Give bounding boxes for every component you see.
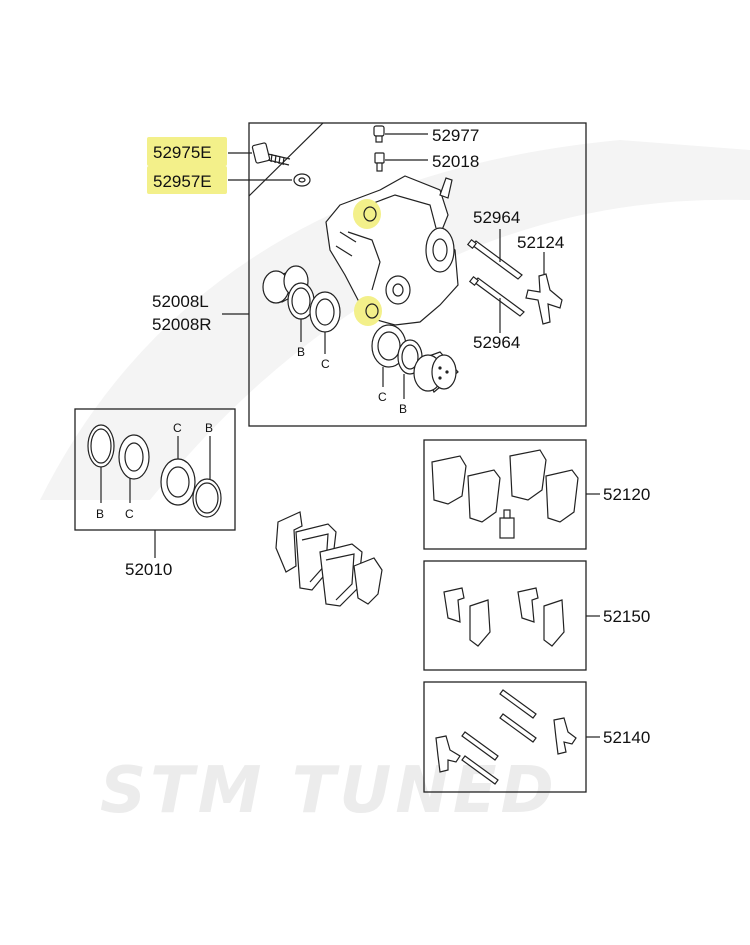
guide-pin-lower-icon	[468, 275, 525, 317]
label-seal-kit: 52010	[125, 560, 172, 579]
seal-kit-letter-c2: C	[173, 421, 182, 435]
washer-icon	[293, 173, 311, 187]
piston-seal-left-icon	[309, 291, 341, 333]
seal-kit-ring-b1-icon	[87, 424, 115, 468]
highlight-upper-mount	[353, 199, 381, 229]
highlight-washer-part-number	[147, 166, 227, 194]
label-shim-set: 52150	[603, 607, 650, 626]
label-bolt: 52975E	[153, 143, 212, 162]
pin-kit-icon	[435, 689, 577, 785]
bleeder-screw-icon	[374, 152, 385, 172]
pad-set-icon	[431, 449, 579, 539]
highlight-bolt-part-number	[147, 137, 227, 166]
seal-letter-b-right: B	[399, 402, 407, 416]
loose-pad-shim-icon	[275, 511, 383, 607]
seal-kit-ring-c1-icon	[118, 434, 150, 480]
label-washer: 52957E	[153, 172, 212, 191]
seal-kit-letter-b2: B	[205, 421, 213, 435]
label-guide-pin-lower: 52964	[473, 333, 520, 352]
highlight-lower-mount	[354, 296, 382, 326]
label-pad-set: 52120	[603, 485, 650, 504]
seal-kit-ring-b2-icon	[192, 478, 222, 518]
seal-kit-letter-b1: B	[96, 507, 104, 521]
label-spring: 52124	[517, 233, 564, 252]
guide-pin-upper-icon	[466, 238, 523, 280]
label-bleeder-screw: 52018	[432, 152, 479, 171]
bleeder-cap-icon	[373, 125, 385, 143]
label-caliper-right: 52008R	[152, 315, 212, 334]
anti-rattle-spring-icon	[525, 273, 563, 325]
seal-kit-ring-c2-icon	[160, 458, 196, 506]
caliper-assembly-frame	[248, 122, 587, 427]
bolt-icon	[251, 142, 291, 166]
seal-letter-c-left: C	[321, 357, 330, 371]
seal-letter-b-left: B	[297, 345, 305, 359]
piston-right-icon	[413, 351, 459, 393]
label-pin-kit: 52140	[603, 728, 650, 747]
shim-set-icon	[443, 587, 565, 647]
label-guide-pin-upper: 52964	[473, 208, 520, 227]
dust-boot-left-icon	[287, 282, 315, 320]
seal-letter-c-right: C	[378, 390, 387, 404]
label-caliper-left: 52008L	[152, 292, 209, 311]
label-bleeder-cap: 52977	[432, 126, 479, 145]
seal-kit-letter-c1: C	[125, 507, 134, 521]
watermark-text: STM TUNED	[100, 754, 558, 828]
